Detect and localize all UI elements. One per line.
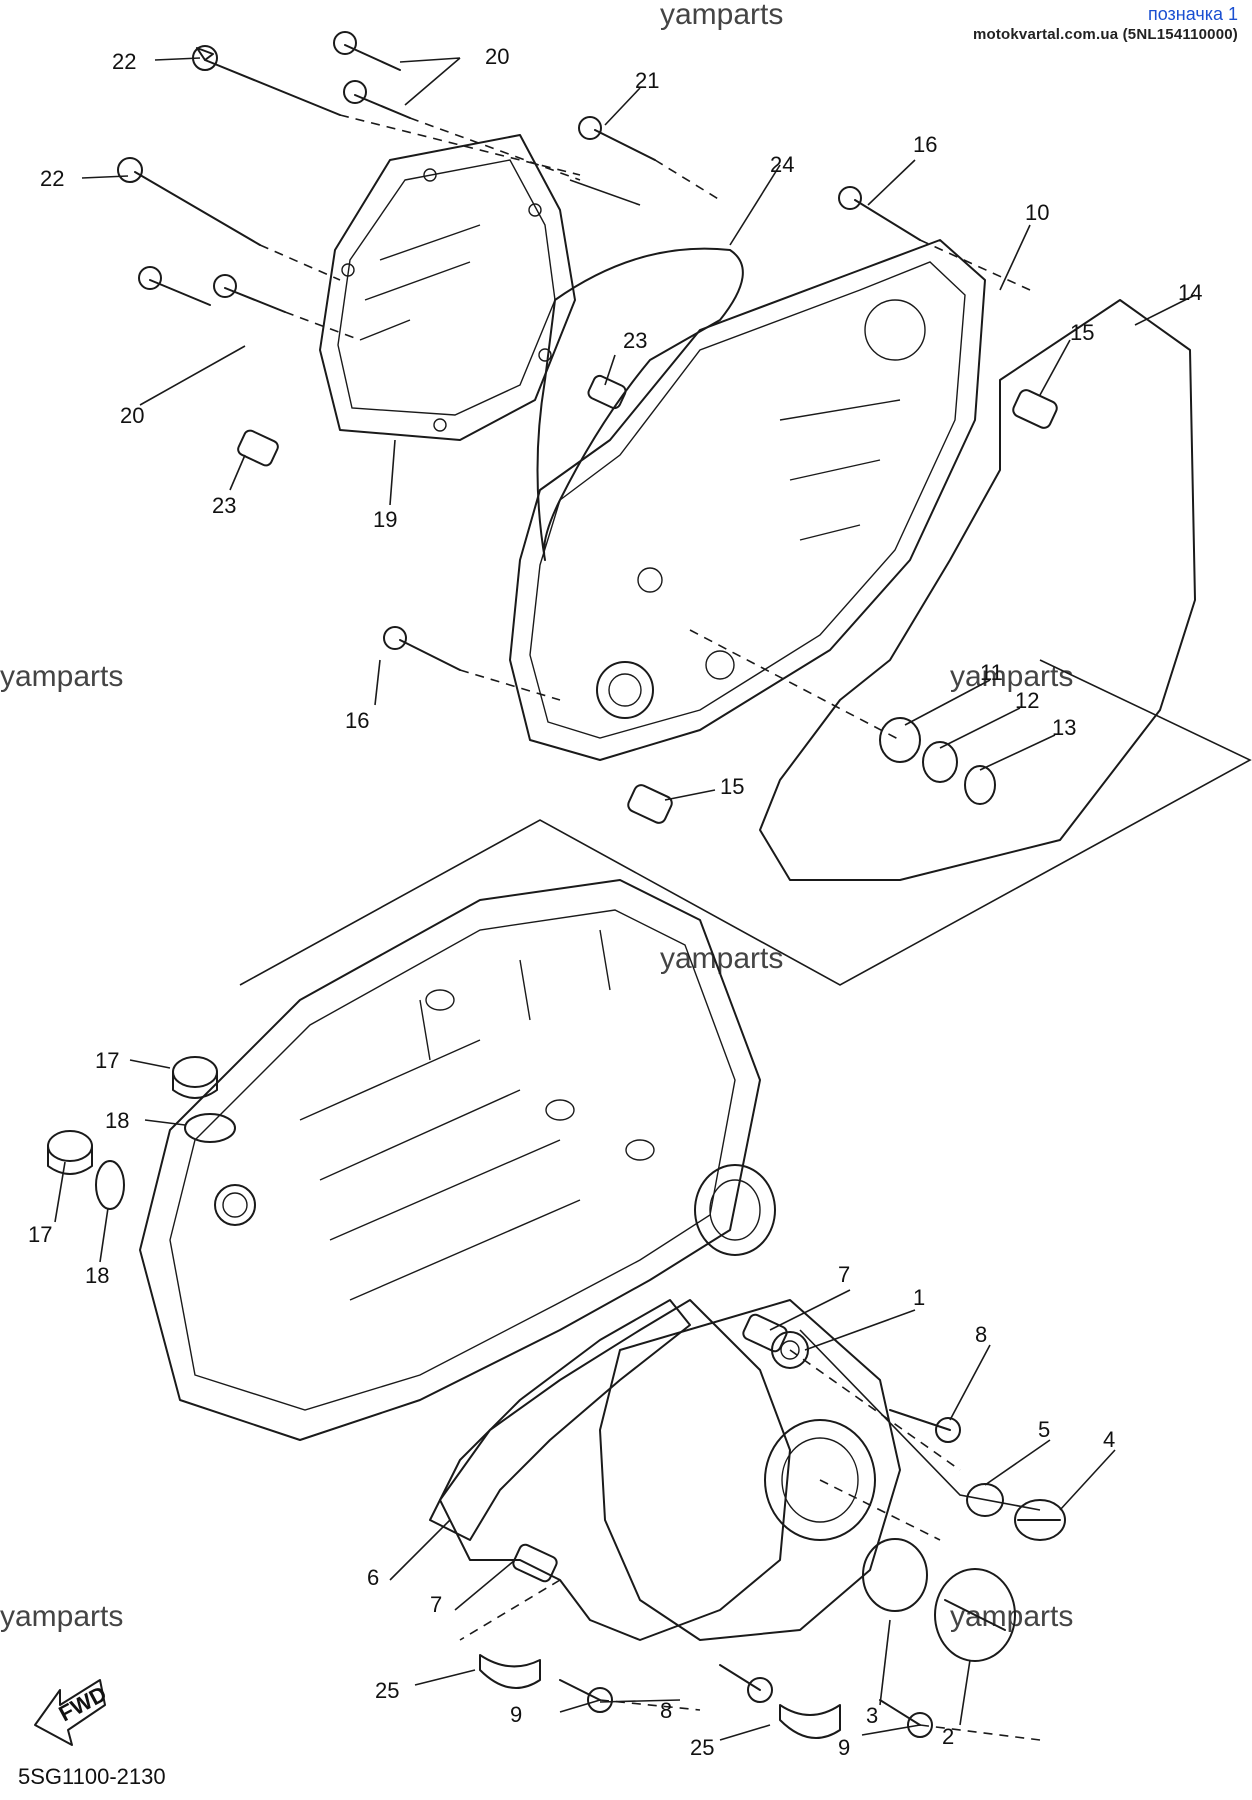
label-25: 25	[690, 1735, 714, 1760]
label-23: 23	[623, 328, 647, 353]
dowels-upper-drawing	[237, 374, 1058, 824]
label-8: 8	[660, 1698, 672, 1723]
label-6: 6	[367, 1565, 379, 1590]
label-1: 1	[913, 1285, 925, 1310]
label-4: 4	[1103, 1427, 1115, 1452]
label-12: 12	[1015, 688, 1039, 713]
label-9: 9	[510, 1702, 522, 1727]
gasket-6-drawing	[429, 1299, 691, 1541]
bolts-upper-drawing	[117, 31, 921, 671]
assembly-lines-upper	[239, 114, 1252, 986]
label-9: 9	[838, 1735, 850, 1760]
label-22: 22	[40, 166, 64, 191]
label-22: 22	[112, 49, 136, 74]
label-7: 7	[430, 1592, 442, 1617]
watermark: yamparts	[0, 660, 123, 693]
label-15: 15	[1070, 320, 1094, 345]
label-19: 19	[373, 507, 397, 532]
gasket-14-drawing	[759, 299, 1196, 881]
diagram-code: 5SG1100-2130	[18, 1764, 166, 1789]
label-18: 18	[85, 1263, 109, 1288]
crankcase-drawing	[139, 879, 776, 1441]
label-17: 17	[28, 1222, 52, 1247]
crankcase-cover-drawing	[509, 239, 986, 761]
watermark: yamparts	[660, 942, 783, 975]
watermark: yamparts	[660, 0, 783, 31]
fwd-arrow-icon: FWD	[34, 1679, 111, 1746]
label-2: 2	[942, 1724, 954, 1749]
header-site: motokvartal.com.ua (5NL154110000)	[972, 26, 1238, 43]
label-14: 14	[1178, 280, 1202, 305]
label-23: 23	[212, 493, 236, 518]
watermark: yamparts	[0, 1600, 123, 1633]
label-5: 5	[1038, 1417, 1050, 1442]
label-25: 25	[375, 1678, 399, 1703]
label-16: 16	[913, 132, 937, 157]
label-24: 24	[770, 152, 794, 177]
label-10: 10	[1025, 200, 1049, 225]
label-20: 20	[120, 403, 144, 428]
assembly-lines-lower	[459, 1329, 1041, 1741]
label-7: 7	[838, 1262, 850, 1287]
label-13: 13	[1052, 715, 1076, 740]
label-20: 20	[485, 44, 509, 69]
header-title: позначка 1	[1147, 4, 1238, 24]
label-15: 15	[720, 774, 744, 799]
watermark: yamparts	[950, 1600, 1073, 1633]
magneto-cover-drawing	[439, 1299, 901, 1641]
label-16: 16	[345, 708, 369, 733]
leader-lines	[54, 57, 1196, 1741]
label-8: 8	[975, 1322, 987, 1347]
seals-left-drawing	[47, 1056, 236, 1210]
label-18: 18	[105, 1108, 129, 1133]
label-17: 17	[95, 1048, 119, 1073]
label-21: 21	[635, 68, 659, 93]
gasket-24-drawing	[536, 247, 744, 561]
label-3: 3	[866, 1703, 878, 1728]
lower-parts-drawing	[479, 1313, 1066, 1739]
clutch-cover-drawing	[319, 134, 576, 441]
watermark: yamparts	[950, 660, 1073, 693]
label-11: 11	[980, 660, 1003, 685]
